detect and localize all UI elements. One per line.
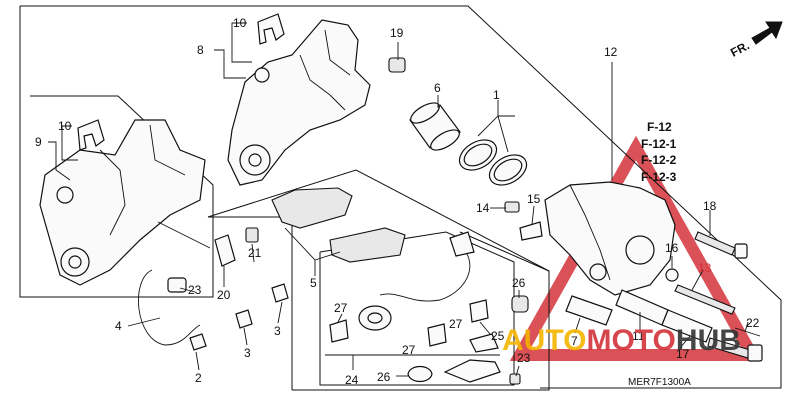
callout-16: 16 xyxy=(665,241,679,255)
callout-21: 21 xyxy=(248,246,262,260)
callout-labels: 1 2 3 3 4 5 6 7 8 9 10 10 11 12 13 14 15… xyxy=(35,16,760,387)
diagram-code: MER7F1300A xyxy=(628,377,691,388)
callout-24: 24 xyxy=(345,373,359,387)
pad-spring xyxy=(565,295,613,326)
watermark-moto: MOTO xyxy=(586,324,675,357)
callout-2: 2 xyxy=(195,371,202,385)
callout-11: 11 xyxy=(632,329,645,343)
grommet xyxy=(511,295,529,313)
callout-23: 23 xyxy=(517,351,531,365)
caliper-body xyxy=(544,181,676,296)
reference-f-12-2: F-12-2 xyxy=(641,153,677,167)
direction-label: FR. xyxy=(728,38,752,59)
callout-19: 19 xyxy=(390,26,404,40)
watermark-auto: AUTO xyxy=(502,324,586,357)
reference-f-12-3: F-12-3 xyxy=(641,170,677,184)
bleeder-screw xyxy=(504,201,520,213)
callout-9: 9 xyxy=(35,135,42,149)
reference-f-12-1: F-12-1 xyxy=(641,137,677,151)
callout-3: 3 xyxy=(244,346,251,360)
callout-27: 27 xyxy=(449,317,463,331)
piston-seals xyxy=(458,139,528,186)
callout-15: 15 xyxy=(527,192,541,206)
callout-10: 10 xyxy=(58,119,72,133)
caliper-pin xyxy=(674,284,736,315)
callout-8: 8 xyxy=(197,43,204,57)
callout-27: 27 xyxy=(402,343,416,357)
callout-26: 26 xyxy=(377,370,391,384)
callout-4: 4 xyxy=(115,319,122,333)
callout-18: 18 xyxy=(703,199,717,213)
reference-list: F-12 F-12-1 F-12-2 F-12-3 xyxy=(641,120,677,184)
callout-6: 6 xyxy=(434,81,441,95)
callout-7: 7 xyxy=(571,334,578,348)
callout-1: 1 xyxy=(493,88,500,102)
callout-27: 27 xyxy=(334,301,348,315)
callout-10: 10 xyxy=(233,16,247,30)
caliper-bracket-lower xyxy=(39,119,206,286)
small-clamps xyxy=(189,283,289,351)
callout-20: 20 xyxy=(217,288,231,302)
callout-5: 5 xyxy=(310,276,317,290)
callout-13: 13 xyxy=(698,261,712,275)
caliper-pin-bolt-upper xyxy=(694,231,748,259)
pin-boots xyxy=(615,289,713,343)
pad-pin xyxy=(734,327,761,337)
brake-pads xyxy=(271,187,406,263)
front-direction-arrow-icon xyxy=(751,21,783,45)
sensor-wire xyxy=(329,231,521,385)
brand-watermark: AUTOMOTOHUB xyxy=(502,324,741,357)
callout-26: 26 xyxy=(512,276,526,290)
callout-22: 22 xyxy=(746,316,760,330)
bleeder-cap xyxy=(388,57,406,73)
svg-text:AUTOMOTOHUB: AUTOMOTOHUB xyxy=(502,324,741,357)
callout-3: 3 xyxy=(274,324,281,338)
pad-retainer-lower xyxy=(77,119,105,151)
sealing-washer xyxy=(665,268,679,282)
callout-23: 23 xyxy=(188,283,202,297)
callout-12: 12 xyxy=(604,45,618,59)
callout-25: 25 xyxy=(491,329,505,343)
watermark-hub: HUB xyxy=(676,324,741,357)
leader-lines xyxy=(48,22,749,377)
caliper-bolt-lower xyxy=(707,337,763,362)
hose-bolt xyxy=(519,221,543,241)
reference-f-12: F-12 xyxy=(647,120,672,134)
piston xyxy=(409,102,461,151)
caliper-bracket-upper xyxy=(227,19,371,186)
callout-17: 17 xyxy=(676,347,690,361)
callout-14: 14 xyxy=(476,201,490,215)
pad-retainer-upper xyxy=(257,13,285,45)
